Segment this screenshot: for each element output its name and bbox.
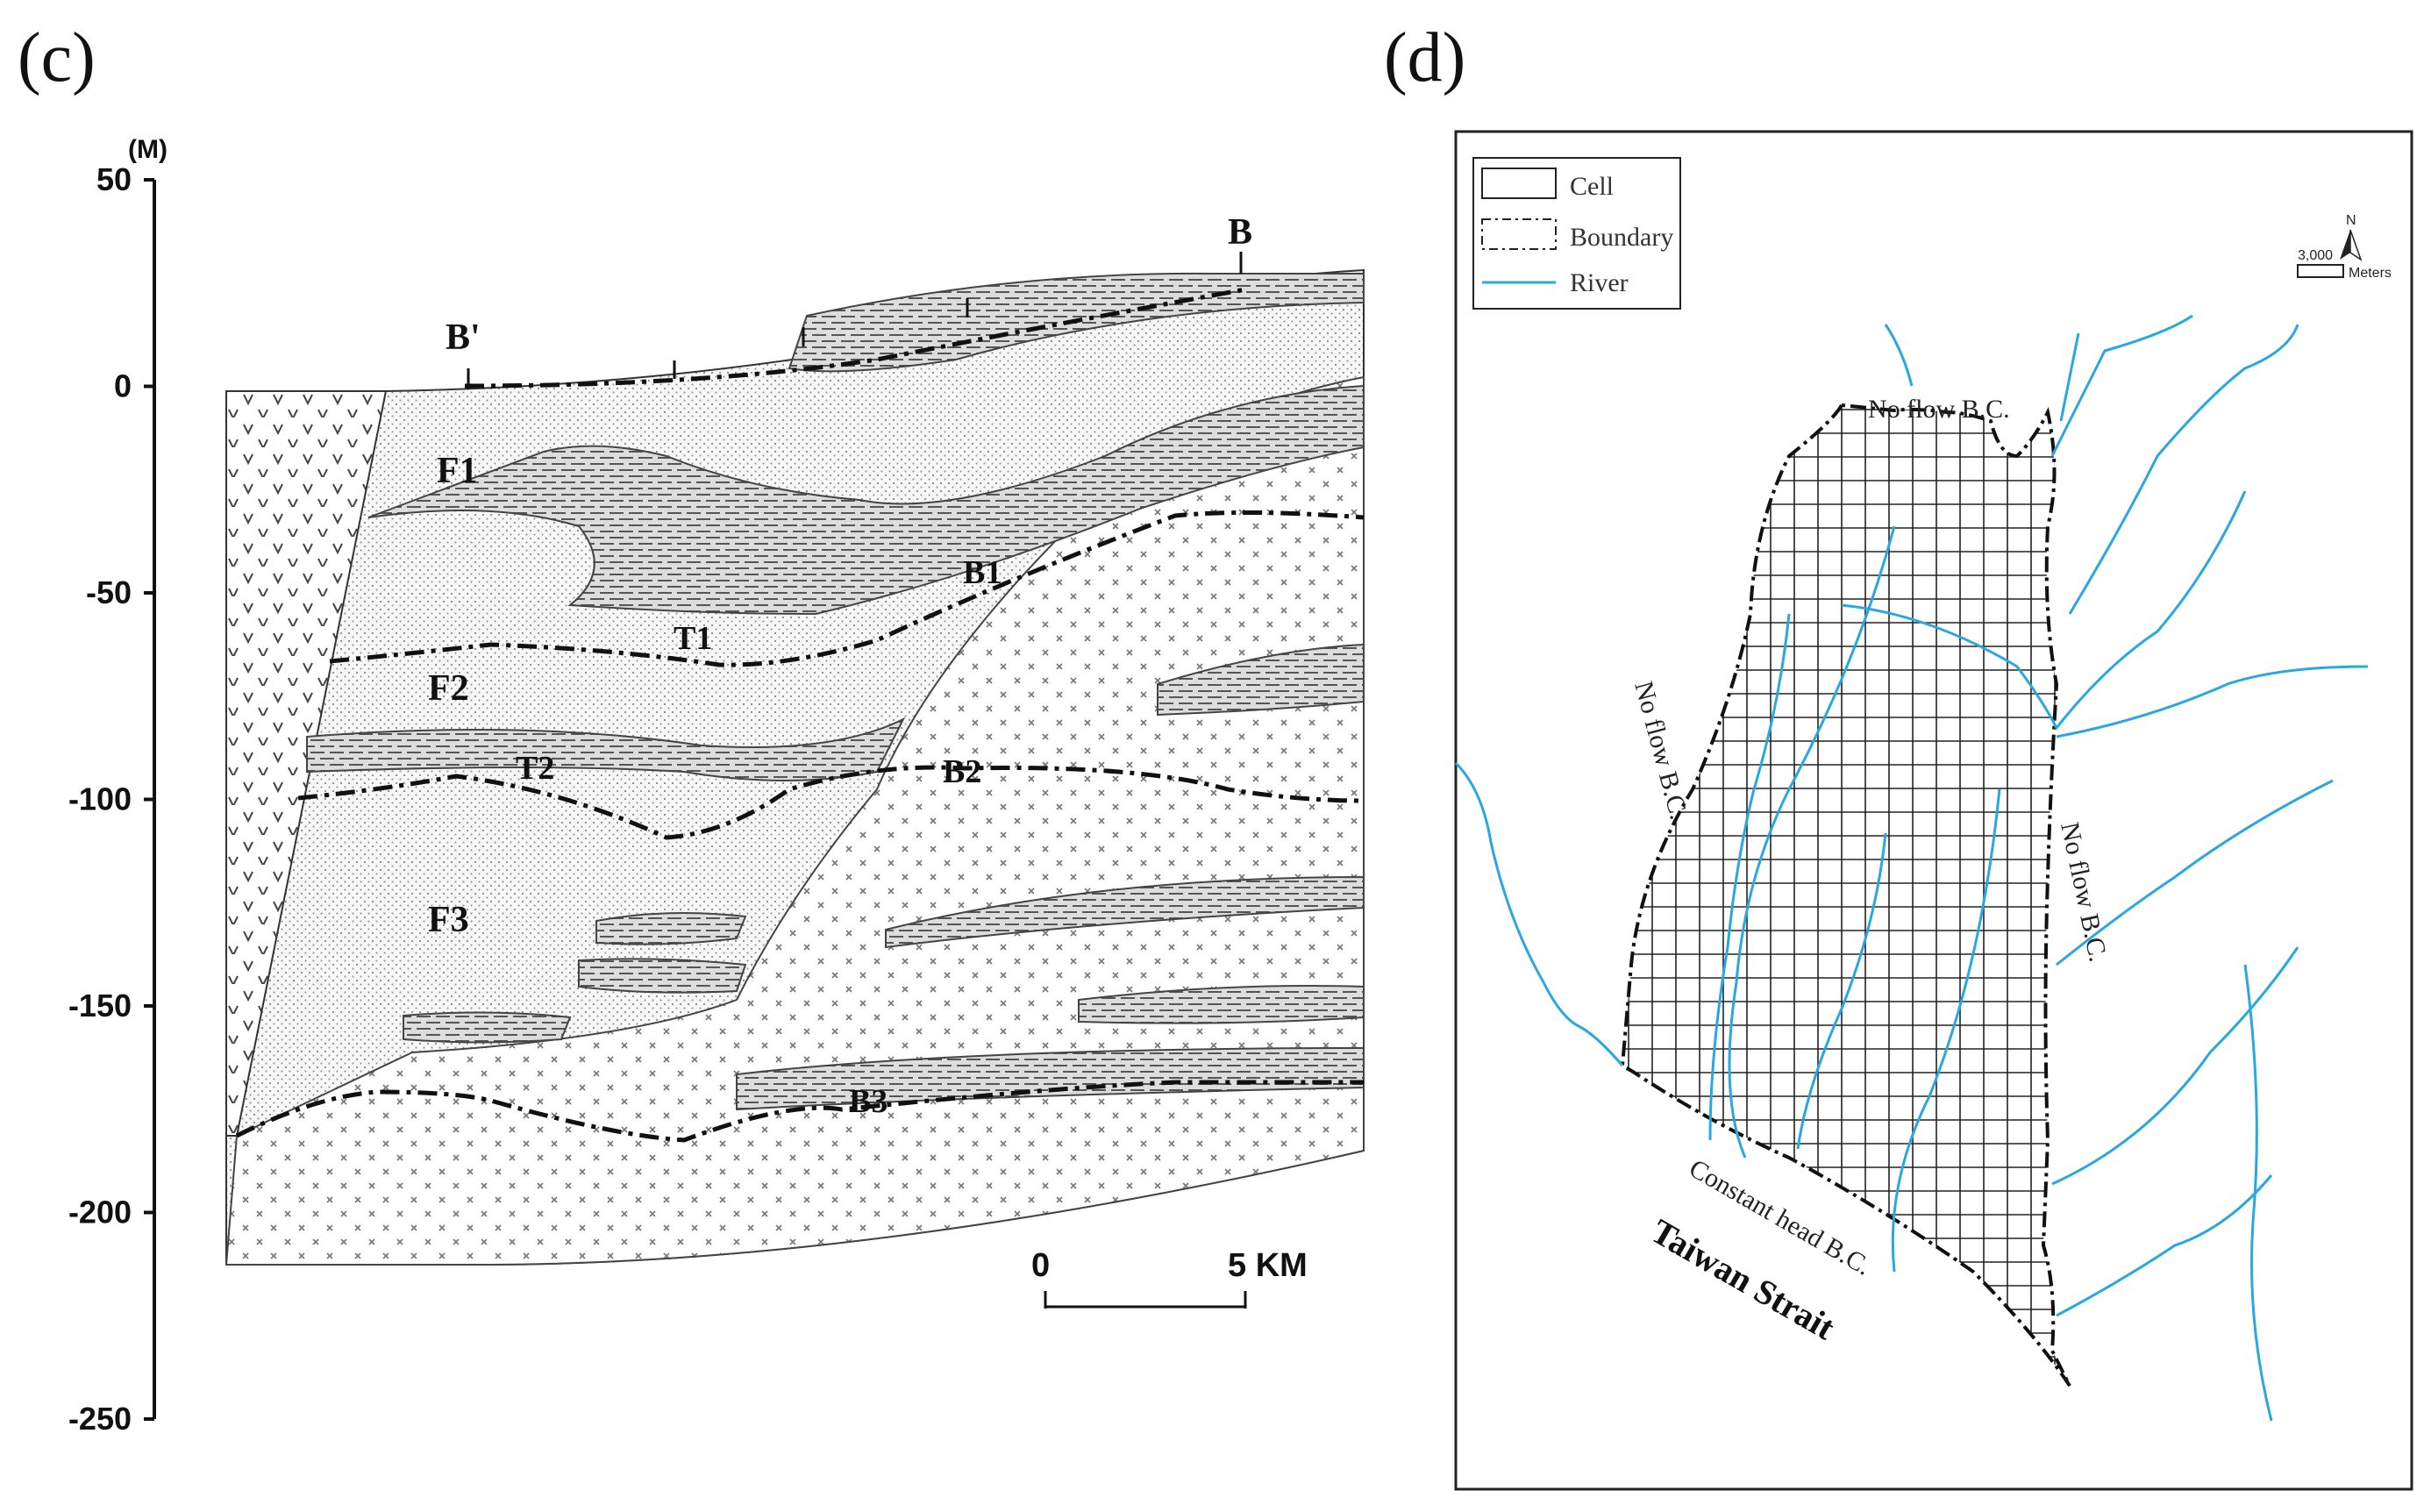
legend-boundary-label: Boundary <box>1570 223 1673 252</box>
aquitard-lens-6 <box>403 1011 572 1044</box>
panel-c-letter: (c) <box>18 19 96 96</box>
north-arrow: N <box>2340 213 2363 261</box>
depth-tick-label: -150 <box>68 988 132 1023</box>
boundary-t2-b2 <box>297 765 1365 840</box>
aquitard-lens-4 <box>1078 985 1365 1024</box>
river-east-3 <box>2056 665 2369 738</box>
river-east-4 <box>2056 779 2334 966</box>
domain-boundary <box>1620 403 2071 1387</box>
map-scale-bar: 3,000 Meters <box>2297 248 2392 281</box>
river-north-2 <box>1884 324 1914 387</box>
river-west-1 <box>1454 761 1624 1066</box>
label-no-flow-top: No flow B.C. <box>1868 395 2010 424</box>
depth-tick-label: 50 <box>96 161 132 197</box>
north-label: N <box>2346 213 2356 228</box>
river-east-5 <box>2051 946 2299 1186</box>
boundary-b3 <box>235 1080 1364 1143</box>
depth-tick-label: 0 <box>114 368 132 404</box>
river-main-5 <box>1891 788 2001 1273</box>
boundary-t1-b1 <box>329 510 1365 667</box>
legend-boundary-swatch <box>1481 218 1557 250</box>
unit-boundaries <box>235 287 1365 1143</box>
depth-tick-label: -250 <box>68 1401 132 1437</box>
unit-label-b2: B2 <box>943 753 981 790</box>
ground-surface-line <box>464 287 1246 389</box>
rivers <box>1454 314 2369 1422</box>
cross-section: B' B F1 F2 F3 T1 T2 B1 B2 B3 <box>225 212 1365 1266</box>
unit-label-b1: B1 <box>963 554 1002 591</box>
depth-tick-label: -200 <box>68 1195 132 1230</box>
aquitard-lens-1 <box>595 912 747 945</box>
unit-label-b3: B3 <box>849 1083 888 1120</box>
aquitard-lens-3 <box>885 875 1365 949</box>
river-main-2 <box>1841 490 2247 731</box>
unit-label-f1: F1 <box>437 451 478 491</box>
river-east-1 <box>2068 324 2299 615</box>
aquitard-lens-5 <box>736 1046 1365 1111</box>
river-east-6 <box>2056 1174 2273 1317</box>
panel-c: (c) (M) 50 0 -50 -100 -150 -200 -250 <box>18 19 1365 1437</box>
aquitard-lens-2 <box>578 958 747 994</box>
scale-bar: 0 5 KM <box>1031 1247 1308 1309</box>
section-end-b: B <box>1228 212 1252 253</box>
map-scale-value: 3,000 <box>2298 248 2333 263</box>
unit-label-f2: F2 <box>428 668 469 709</box>
river-east-7 <box>2243 964 2273 1422</box>
depth-axis-ticks: 50 0 -50 -100 -150 -200 -250 <box>68 161 154 1437</box>
river-east-2 <box>2050 314 2193 457</box>
river-north-1 <box>2059 332 2080 422</box>
map-legend: Cell Boundary River <box>1472 157 1681 310</box>
depth-axis: (M) 50 0 -50 -100 -150 -200 -250 <box>68 135 168 1437</box>
scale-bar-start: 0 <box>1031 1247 1050 1284</box>
unit-label-f3: F3 <box>428 900 469 940</box>
unit-label-t2: T2 <box>516 750 554 787</box>
panel-d-letter: (d) <box>1384 19 1465 96</box>
aquitard-band-2 <box>306 717 906 781</box>
legend-cell-swatch <box>1481 168 1557 199</box>
scale-bar-end: 5 KM <box>1228 1247 1308 1284</box>
legend-cell-label: Cell <box>1570 172 1614 201</box>
aquitard-lens-7 <box>1157 643 1365 717</box>
map-scale-unit: Meters <box>2349 266 2392 281</box>
aquitard-band-1 <box>367 384 1365 616</box>
section-end-b-prime: B' <box>446 317 481 358</box>
depth-tick-label: -100 <box>68 781 132 817</box>
depth-axis-unit: (M) <box>128 135 168 164</box>
panel-d: (d) Cell Boundary River N 3,000 Meters <box>1384 19 2413 1491</box>
legend-river-label: River <box>1570 268 1629 297</box>
river-main-3 <box>1708 613 1791 1141</box>
unit-label-t1: T1 <box>674 620 712 657</box>
river-main-1 <box>1728 525 1896 1159</box>
depth-tick-label: -50 <box>86 574 132 610</box>
river-main-4 <box>1796 832 1887 1150</box>
surface-ticks <box>467 252 1243 389</box>
